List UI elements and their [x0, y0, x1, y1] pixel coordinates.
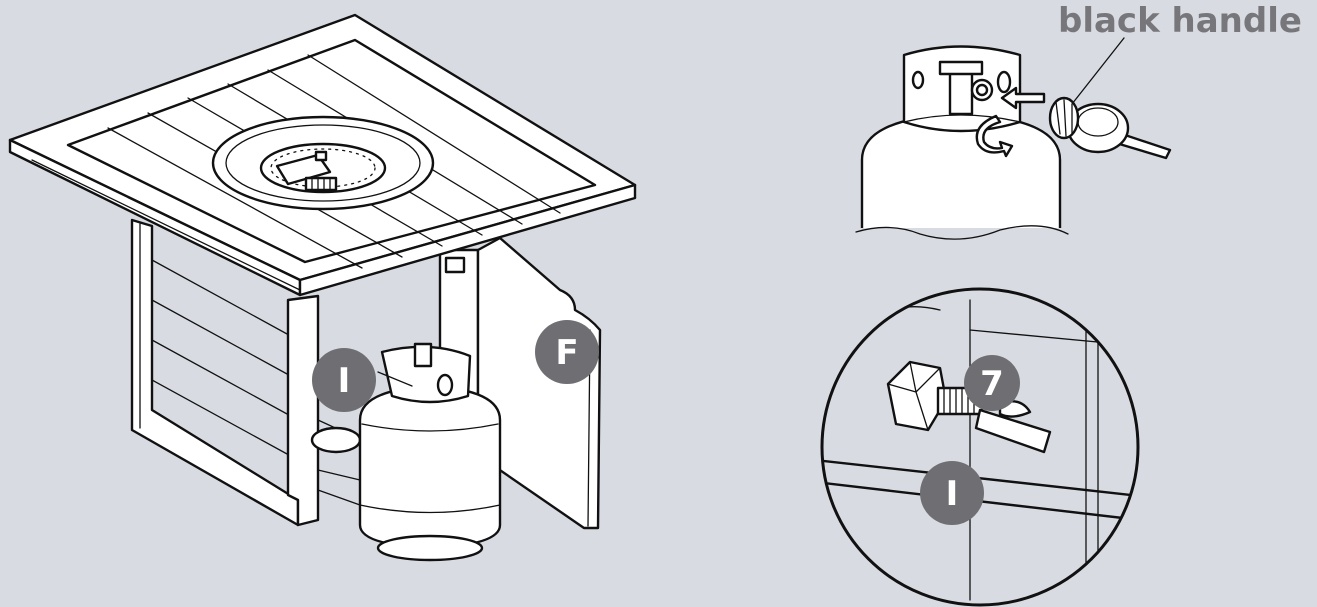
badge-F-main: F: [535, 320, 599, 384]
tank-top-seam: [361, 423, 499, 432]
detail-panel-vertical: [969, 299, 1099, 601]
left-panel-slats: [139, 223, 299, 461]
back-bracket: [444, 256, 466, 274]
fire-pit-table: [8, 13, 637, 562]
badge-I-main-label: I: [338, 361, 351, 401]
detail-circle-border: [820, 287, 1140, 607]
detail-tank-cut: [855, 225, 1069, 240]
detail-valve-stem: [948, 68, 974, 116]
detail-collar-slot-left: [911, 70, 925, 90]
detail-panel-top: [969, 329, 1138, 347]
badge-7-detail: 7: [964, 355, 1020, 411]
badge-I-detail: I: [920, 461, 984, 525]
burner-igniter: [275, 153, 332, 186]
burner-grid: [304, 176, 338, 192]
bolt-I-wire: [377, 371, 413, 387]
black-handle-callout: black handle: [1058, 1, 1302, 41]
black-handle-knurl: [1055, 99, 1073, 137]
arrow-left-icon: [1000, 86, 1046, 110]
propane-tank: [358, 342, 502, 562]
bracket-tab: [974, 408, 1052, 454]
burner-ring-line: [225, 124, 421, 202]
rotate-arrow-icon: [975, 114, 1014, 158]
tank-collar-hole: [436, 373, 454, 397]
burner-grid-lines: [311, 177, 331, 191]
tank-bottom-seam: [359, 504, 501, 514]
bolt-thread-lines: [943, 387, 975, 415]
tank-base-ring: [376, 534, 484, 562]
detail-valve-outlet-inner: [975, 83, 989, 97]
burner-dots: [270, 148, 376, 188]
burner-tab: [314, 150, 328, 162]
badge-7-detail-label: 7: [980, 364, 1004, 404]
front-corner-leg: [286, 294, 320, 527]
callout-leader: [1071, 37, 1125, 105]
inner-bowl: [310, 426, 362, 454]
tank-valve: [413, 342, 433, 368]
badge-I-detail-label: I: [946, 474, 959, 514]
bolt-detail-circle: [820, 287, 1140, 607]
open-door-panel: [476, 236, 602, 530]
badge-I-main: I: [312, 348, 376, 412]
detail-collar-slot: [996, 70, 1012, 94]
tank-connection-detail: black handle: [855, 1, 1302, 240]
hex-bolt-facets: [887, 361, 941, 431]
badge-F-main-label: F: [555, 333, 578, 373]
detail-valve-top: [938, 60, 984, 76]
tank-body: [358, 384, 502, 550]
